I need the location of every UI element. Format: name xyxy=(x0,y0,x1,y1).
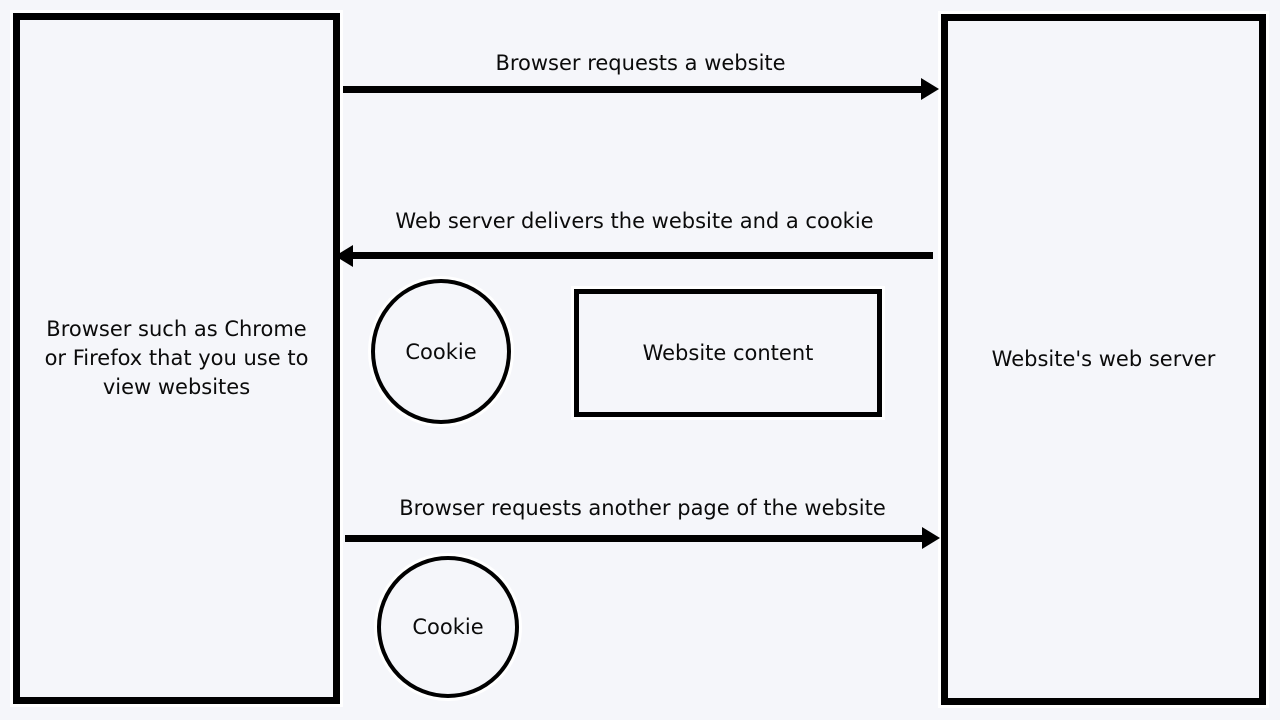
arrow-deliver-cookie-line xyxy=(352,252,933,259)
browser-node: Browser such as Chrome or Firefox that y… xyxy=(13,13,340,704)
browser-label-line-3: view websites xyxy=(102,375,251,399)
arrow-request-another-page-label: Browser requests another page of the web… xyxy=(399,496,886,520)
arrow-request-website-line xyxy=(343,86,923,93)
browser-node-label: Browser such as Chrome or Firefox that y… xyxy=(45,315,309,402)
arrow-request-website-head-icon xyxy=(921,78,939,100)
browser-label-line-1: Browser such as Chrome xyxy=(46,317,307,341)
cookie-returned-shape: Cookie xyxy=(377,556,519,698)
website-content-shape: Website content xyxy=(574,289,882,417)
web-server-node: Website's web server xyxy=(941,14,1266,705)
arrow-request-another-page-head-icon xyxy=(922,527,940,549)
cookie-returned-label: Cookie xyxy=(412,615,484,639)
web-server-node-label: Website's web server xyxy=(991,347,1216,371)
arrow-request-another-page-line xyxy=(345,535,922,542)
cookie-delivered-label: Cookie xyxy=(405,339,477,364)
arrow-deliver-cookie-head-icon xyxy=(335,245,353,267)
website-content-label: Website content xyxy=(642,341,814,365)
arrow-deliver-cookie-label: Web server delivers the website and a co… xyxy=(395,209,874,233)
browser-label-line-2: or Firefox that you use to xyxy=(44,346,309,370)
cookie-delivered-shape: Cookie xyxy=(371,279,511,424)
arrow-request-website-label: Browser requests a website xyxy=(495,51,786,75)
